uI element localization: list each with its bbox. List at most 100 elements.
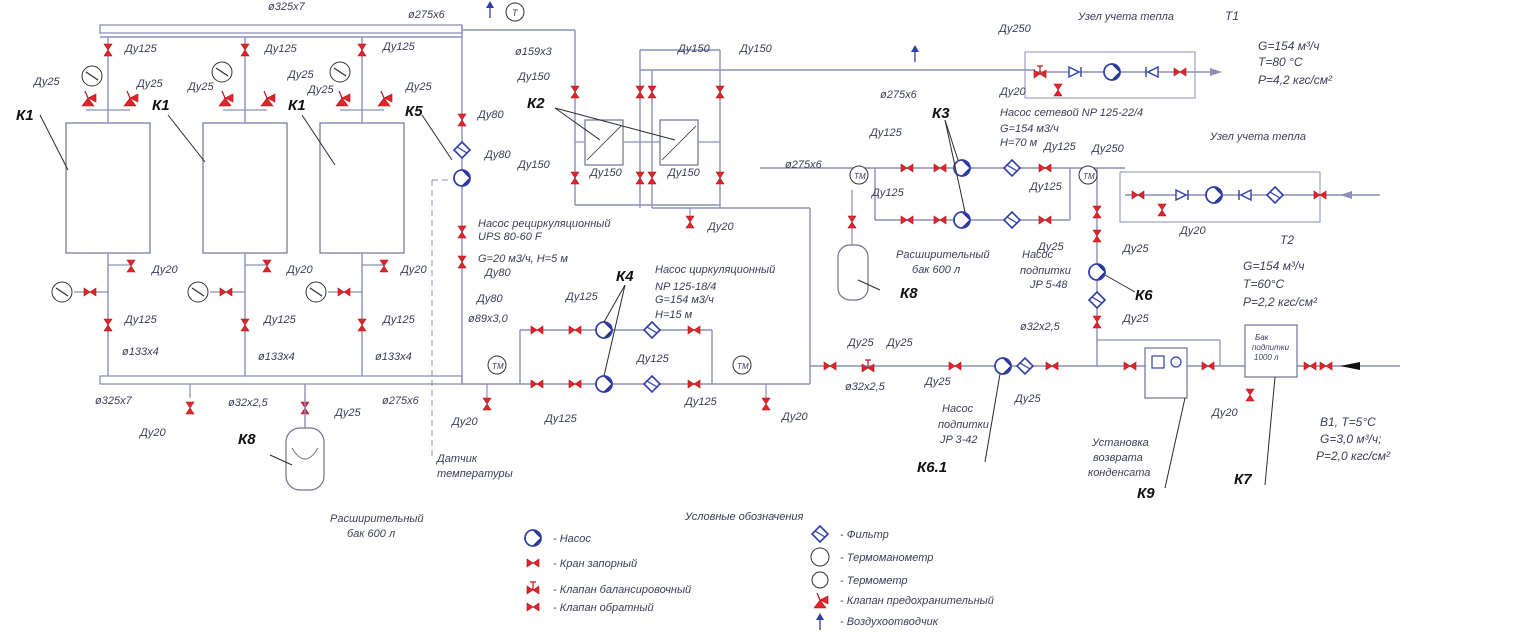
tm-2: ТМ: [1083, 172, 1095, 181]
circ-g: G=154 м3/ч: [655, 294, 714, 306]
du-i2: Ду20: [998, 86, 1026, 98]
du-k5: Ду20: [450, 416, 478, 428]
t1-t: T=80 °С: [1258, 55, 1303, 69]
legend-item-gate: - Кран запорный: [553, 558, 637, 570]
label-k1-a: К1: [16, 107, 34, 124]
makeup-a-2: подпитки: [1020, 265, 1071, 277]
makeup-tank-3: 1000 л: [1254, 353, 1279, 362]
return-header: [99, 375, 463, 385]
du-k3: Ду125: [543, 413, 578, 425]
legend-item-tm: - Термоманометр: [840, 552, 933, 564]
du-b4: Ду25: [286, 69, 314, 81]
label-d275-mid: ø275x6: [785, 159, 823, 171]
t2-code: Т2: [1280, 233, 1294, 247]
du-c3: Ду20: [399, 264, 427, 276]
label-d275-bot: ø275x6: [382, 395, 420, 407]
legend-title: Условные обозначения: [684, 511, 804, 523]
label-k2: К2: [527, 95, 545, 112]
component-labels: К1 К1 К1 К5 К2 К3 К4 К6 К6.1 К7 К8 К8 К9: [16, 95, 1252, 502]
legend-pump-icon: [524, 529, 542, 547]
makeup-line: [810, 205, 1400, 402]
makeup-b-2: подпитки: [938, 419, 989, 431]
net-h: H=70 м: [1000, 137, 1038, 149]
makeup-b-3: JP 3-42: [939, 434, 978, 446]
legend-air-vent-icon: [815, 612, 825, 631]
du-i1: Ду250: [997, 23, 1032, 35]
du-l5: Ду20: [1210, 407, 1238, 419]
t1-g: G=154 м³/ч: [1258, 39, 1319, 53]
heat-meter-t2: [1119, 171, 1380, 223]
pipe-labels: ø325x7 ø275x6 ø159x3 ø275x6 ø275x6 ø133x…: [95, 1, 1061, 409]
label-d159: ø159x3: [515, 46, 553, 58]
t1-code: Т1: [1225, 9, 1239, 23]
legend-balancing-valve-icon: [526, 581, 540, 595]
du-a3: Ду125: [381, 41, 416, 53]
du-g4: Ду150: [516, 159, 551, 171]
label-d325-top: ø325x7: [268, 1, 306, 13]
du-g2: Ду150: [676, 43, 711, 55]
expansion-tank-left: [189, 384, 325, 491]
label-d275-t1: ø275x6: [880, 89, 918, 101]
du-b5: Ду25: [306, 84, 334, 96]
legend-item-filter: - Фильтр: [840, 529, 889, 541]
du-f2: Ду80: [483, 149, 511, 161]
label-d133-a: ø133x4: [122, 346, 159, 358]
du-j1: Ду125: [868, 127, 903, 139]
label-d32-right: ø32x2,5: [1020, 321, 1061, 333]
du-g3: Ду150: [738, 43, 773, 55]
makeup-tank-2: подпитки: [1252, 343, 1290, 352]
recirc-title: Насос рециркуляционный: [478, 218, 611, 230]
makeup-a-1: Насос: [1022, 249, 1054, 261]
return-unit-3: конденсата: [1088, 467, 1150, 479]
du-j3: Ду250: [1090, 143, 1125, 155]
legend-item-safety: - Клапан предохранительный: [840, 595, 994, 607]
du-j4: Ду125: [870, 187, 905, 199]
du-j5: Ду125: [1028, 181, 1063, 193]
sensor-1: Датчик: [435, 453, 478, 465]
b1-title: В1, Т=5°С: [1320, 415, 1376, 429]
recirc-params: G=20 м3/ч, H=5 м: [478, 253, 568, 265]
du-f4: Ду80: [475, 293, 503, 305]
label-d32-left: ø32x2,5: [228, 397, 269, 409]
du-l2: Ду25: [885, 337, 913, 349]
circulation-pumps: [462, 321, 810, 411]
du-b3: Ду25: [186, 81, 214, 93]
label-d275-top: ø275x6: [408, 9, 446, 21]
du-c2: Ду20: [285, 264, 313, 276]
heat-exchangers: [570, 30, 1035, 384]
du-k6: Ду20: [780, 411, 808, 423]
label-d133-b: ø133x4: [258, 351, 295, 363]
du-f1: Ду80: [476, 109, 504, 121]
circ-h: H=15 м: [655, 309, 693, 321]
du-e2: Ду25: [333, 407, 361, 419]
legend-item-airvent: - Воздухоотводчик: [840, 616, 939, 628]
leader-lines: [39, 107, 1276, 489]
label-d133-c: ø133x4: [375, 351, 412, 363]
recirc-model: UPS 80-60 F: [478, 231, 543, 243]
makeup-a-3: JP 5-48: [1029, 279, 1068, 291]
boilers: [65, 37, 405, 376]
t2-p: P=2,2 кгс/см²: [1243, 295, 1318, 309]
label-k1-c: К1: [288, 97, 306, 114]
legend-item-balancing: - Клапан балансировочный: [553, 584, 691, 596]
valve-labels: Ду125 Ду125 Ду125 Ду25 Ду25 Ду25 Ду25 Ду…: [32, 23, 1238, 439]
legend-item-check: - Клапан обратный: [553, 602, 654, 614]
du-k4: Ду125: [683, 396, 718, 408]
du-g1: Ду150: [516, 71, 551, 83]
du-b2: Ду25: [135, 78, 163, 90]
t2-meter-title: Узел учета тепла: [1209, 131, 1306, 143]
legend-safety-valve-icon: [813, 592, 829, 609]
label-d32-mid: ø32x2,5: [845, 381, 886, 393]
heat-meter-t1: [1024, 51, 1222, 99]
b1-g: G=3,0 м³/ч;: [1320, 432, 1381, 446]
return-unit-2: возврата: [1093, 452, 1143, 464]
t1-p: P=4,2 кгс/см²: [1258, 73, 1333, 87]
label-d89: ø89x3,0: [468, 313, 509, 325]
sensor-2: температуры: [437, 468, 513, 480]
label-k9: К9: [1137, 485, 1155, 502]
label-k6: К6: [1135, 287, 1153, 304]
du-h1: Ду20: [706, 221, 734, 233]
label-k3: К3: [932, 105, 950, 122]
